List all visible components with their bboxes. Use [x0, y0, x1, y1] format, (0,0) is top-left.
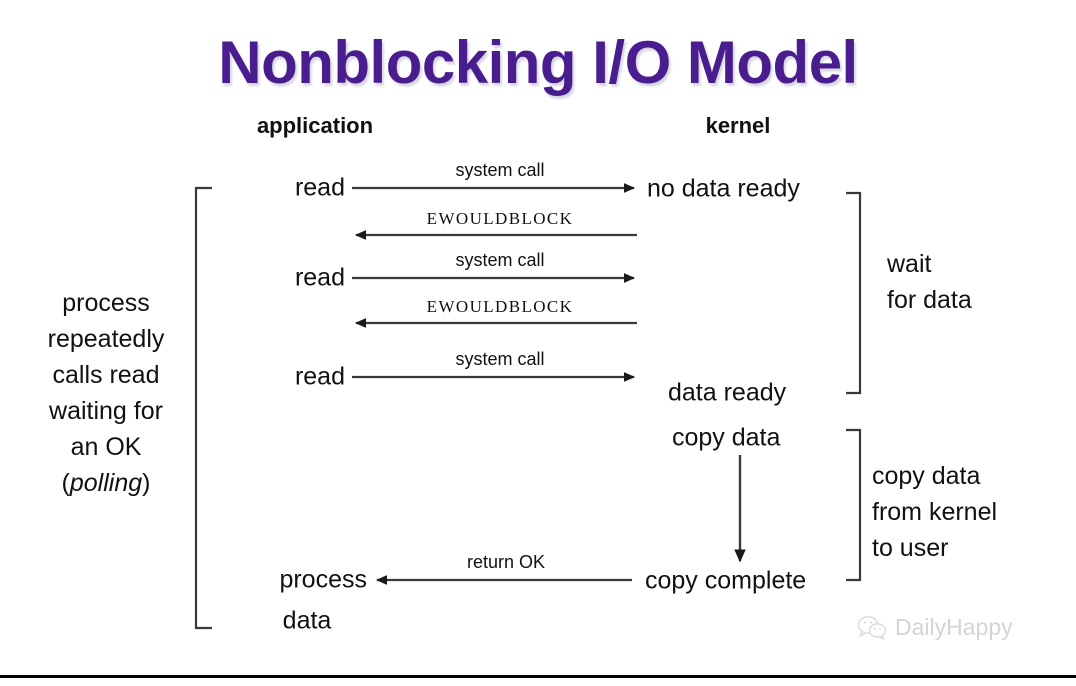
wechat-icon	[857, 615, 887, 641]
edge-label-system-call-3: system call	[455, 349, 545, 369]
wait-for-data-bracket	[846, 191, 862, 395]
left-note-line-3: calls read	[52, 361, 160, 389]
left-note-line-1: process	[62, 289, 150, 317]
bracket-label-copy-data-from-kernel: copy data from kernel to user	[872, 458, 997, 566]
left-note-polling: (polling)	[18, 465, 194, 501]
left-bracket	[194, 186, 212, 630]
paren-open: (	[61, 469, 70, 497]
bracket-label-wait-for-data: wait for data	[887, 246, 972, 318]
watermark-text: DailyHappy	[895, 614, 1013, 640]
column-header-kernel: kernel	[705, 113, 771, 138]
app-call-read-3: read	[294, 362, 345, 391]
watermark: DailyHappy	[857, 614, 1013, 641]
edge-label-system-call-2: system call	[455, 250, 545, 270]
app-call-read-1: read	[294, 173, 345, 202]
page-title: Nonblocking I/O Model	[218, 29, 858, 96]
copy-line-3: to user	[872, 534, 949, 562]
left-note: process repeatedly calls read waiting fo…	[18, 285, 194, 501]
app-process-label: process	[279, 565, 367, 594]
paren-close: )	[142, 469, 151, 497]
copy-line-2: from kernel	[872, 498, 998, 526]
copy-line-1: copy data	[872, 462, 981, 490]
left-note-line-2: repeatedly	[47, 325, 165, 353]
bottom-divider	[0, 675, 1076, 678]
edge-label-return-ok: return OK	[466, 552, 546, 572]
copy-data-bracket	[846, 428, 862, 582]
column-header-application: application	[256, 113, 374, 138]
kernel-state-copy-data: copy data	[672, 423, 781, 452]
left-note-line-5: an OK	[70, 433, 142, 461]
kernel-state-copy-complete: copy complete	[645, 566, 807, 595]
kernel-state-no-data-ready: no data ready	[647, 174, 800, 203]
polling-word: polling	[69, 469, 143, 497]
edge-label-ewouldblock-1: EWOULDBLOCK	[426, 209, 574, 228]
edge-label-system-call-1: system call	[455, 160, 545, 180]
kernel-state-data-ready: data ready	[668, 378, 787, 407]
wait-line-2: for data	[887, 286, 972, 314]
left-note-line-4: waiting for	[49, 397, 163, 425]
wait-line-1: wait	[887, 250, 932, 278]
app-data-label: data	[282, 606, 332, 635]
edge-label-ewouldblock-2: EWOULDBLOCK	[426, 297, 574, 316]
app-call-read-2: read	[294, 263, 345, 292]
